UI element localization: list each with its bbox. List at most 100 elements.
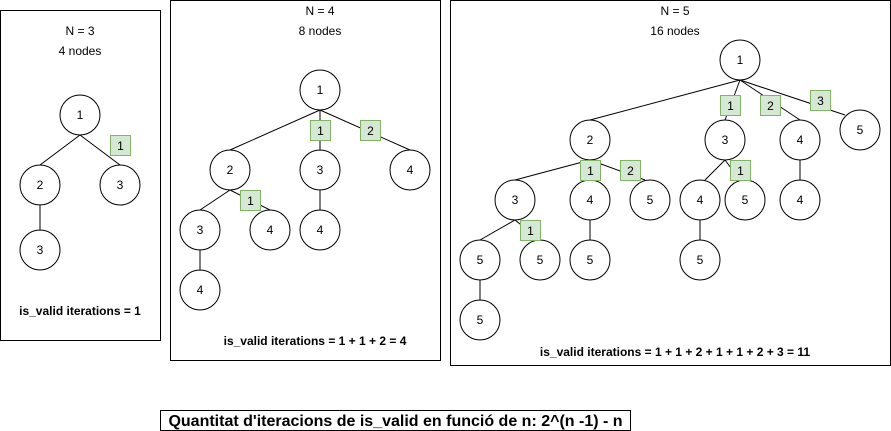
svg-text:5: 5 [477, 313, 484, 327]
svg-text:1: 1 [737, 53, 744, 67]
svg-text:2: 2 [37, 178, 44, 192]
iteration-badge: 1 [240, 190, 261, 211]
svg-text:4: 4 [797, 133, 804, 147]
tree-edge [479, 219, 516, 241]
svg-text:3: 3 [722, 133, 729, 147]
panel-n4: N = 4 8 nodes 1 2 3 4 3 4 [170, 0, 441, 361]
iteration-badge: 1 [310, 120, 331, 141]
panel-n4-footer: is_valid iterations = 1 + 1 + 2 = 4 [224, 334, 407, 348]
panel-n4-title: N = 4 [305, 4, 334, 18]
tree-node: 3 [494, 179, 536, 221]
tree-node: 4 [569, 179, 611, 221]
tree-edge [229, 109, 321, 151]
tree-node: 5 [679, 239, 721, 281]
svg-text:2: 2 [587, 133, 594, 147]
iteration-badge: 2 [360, 120, 381, 141]
tree-node: 1 [59, 94, 101, 136]
panel-n5-title: N = 5 [660, 4, 689, 18]
tree-edge [704, 159, 726, 181]
tree-edge [199, 189, 231, 211]
tree-node: 5 [839, 109, 881, 151]
panel-n3-footer: is_valid iterations = 1 [19, 304, 141, 318]
svg-text:1: 1 [737, 164, 744, 178]
svg-text:1: 1 [317, 124, 324, 138]
tree-edge [39, 134, 81, 166]
iteration-badge: 1 [110, 135, 131, 156]
tree-edge [514, 159, 591, 181]
tree-edge [79, 134, 121, 166]
iteration-badge: 1 [520, 220, 541, 241]
svg-text:2: 2 [767, 99, 774, 113]
tree-node: 4 [679, 179, 721, 221]
svg-text:5: 5 [857, 123, 864, 137]
formula-text: Quantitat d'iteracions de is_valid en fu… [168, 413, 622, 430]
svg-text:3: 3 [512, 193, 519, 207]
panel-n3: N = 3 4 nodes 1 2 3 3 1 is_valid iterati… [0, 10, 161, 341]
svg-text:1: 1 [247, 194, 254, 208]
tree-node: 3 [99, 164, 141, 206]
svg-text:5: 5 [477, 253, 484, 267]
tree-node: 5 [569, 239, 611, 281]
tree-node: 4 [779, 119, 821, 161]
tree-edge [589, 79, 741, 121]
panel-n4-subtitle: 8 nodes [299, 24, 342, 38]
svg-text:2: 2 [367, 124, 374, 138]
svg-text:3: 3 [117, 178, 124, 192]
svg-text:5: 5 [587, 253, 594, 267]
svg-text:4: 4 [267, 223, 274, 237]
iteration-badge: 1 [730, 160, 751, 181]
iteration-badge: 1 [720, 95, 741, 116]
svg-text:1: 1 [727, 99, 734, 113]
tree-node: 5 [459, 239, 501, 281]
tree-node: 3 [704, 119, 746, 161]
svg-text:3: 3 [197, 223, 204, 237]
svg-text:1: 1 [527, 224, 534, 238]
panel-n3-subtitle: 4 nodes [59, 44, 102, 58]
svg-text:3: 3 [37, 243, 44, 257]
svg-text:4: 4 [407, 163, 414, 177]
panel-n5: N = 5 16 nodes 1 2 3 [450, 0, 891, 366]
formula-box: Quantitat d'iteracions de is_valid en fu… [160, 410, 631, 431]
tree-node: 5 [519, 239, 561, 281]
tree-node: 4 [299, 209, 341, 251]
tree-node: 2 [19, 164, 61, 206]
svg-text:5: 5 [742, 193, 749, 207]
iteration-badge: 2 [620, 160, 641, 181]
tree-node: 5 [629, 179, 671, 221]
svg-text:3: 3 [817, 94, 824, 108]
tree-node: 1 [719, 39, 761, 81]
tree-node: 3 [179, 209, 221, 251]
tree-node: 1 [299, 69, 341, 111]
svg-text:5: 5 [697, 253, 704, 267]
tree-node: 5 [724, 179, 766, 221]
iteration-badge: 1 [580, 160, 601, 181]
iteration-badge: 2 [760, 95, 781, 116]
svg-text:1: 1 [317, 83, 324, 97]
svg-text:5: 5 [647, 193, 654, 207]
tree-node: 3 [19, 229, 61, 271]
tree-node: 2 [569, 119, 611, 161]
tree-node: 3 [299, 149, 341, 191]
svg-text:1: 1 [117, 139, 124, 153]
iteration-badge: 3 [810, 90, 831, 111]
panel-n5-footer: is_valid iterations = 1 + 1 + 2 + 1 + 1 … [540, 345, 811, 359]
svg-text:4: 4 [587, 193, 594, 207]
tree-node: 5 [459, 299, 501, 341]
svg-text:5: 5 [537, 253, 544, 267]
svg-text:1: 1 [587, 164, 594, 178]
svg-text:2: 2 [627, 164, 634, 178]
tree-node: 4 [179, 269, 221, 311]
svg-text:2: 2 [227, 163, 234, 177]
svg-text:1: 1 [77, 108, 84, 122]
panel-n5-subtitle: 16 nodes [650, 24, 699, 38]
svg-text:4: 4 [197, 283, 204, 297]
tree-node: 4 [249, 209, 291, 251]
svg-text:4: 4 [697, 193, 704, 207]
tree-node: 4 [779, 179, 821, 221]
svg-text:4: 4 [797, 193, 804, 207]
svg-text:3: 3 [317, 163, 324, 177]
tree-node: 2 [209, 149, 251, 191]
tree-node: 4 [389, 149, 431, 191]
panel-n3-title: N = 3 [65, 24, 94, 38]
